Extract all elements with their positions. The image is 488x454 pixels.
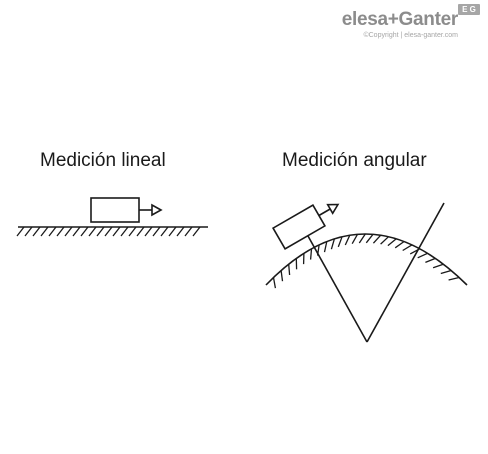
hatch-mark (402, 244, 413, 252)
hatch-mark (120, 226, 129, 237)
hatch-mark (80, 226, 89, 237)
hatch-mark (309, 248, 313, 260)
hatch-mark (440, 269, 452, 275)
brand-logo: elesa+Ganter E G ©Copyright | elesa-gant… (341, 4, 480, 40)
hatch-mark (152, 226, 161, 237)
hatch-mark (48, 226, 57, 237)
hatch-mark (432, 263, 444, 269)
angular-v-line-left (307, 235, 368, 343)
hatch-mark (337, 236, 343, 248)
hatch-mark (351, 233, 359, 245)
hatch-mark (272, 277, 277, 289)
angular-arc-hatching (272, 233, 460, 289)
hatch-mark (448, 276, 460, 281)
hatch-mark (358, 233, 366, 244)
hatch-mark (280, 270, 284, 282)
hatch-mark (128, 226, 137, 237)
hatch-mark (112, 226, 121, 237)
hatch-mark (72, 226, 81, 237)
hatch-mark (425, 257, 436, 264)
hatch-mark (144, 226, 153, 237)
hatch-mark (417, 252, 428, 259)
hatch-mark (168, 226, 177, 237)
angular-measurement-label: Medición angular (282, 150, 427, 171)
hatch-mark (288, 264, 291, 276)
hatch-mark (160, 226, 169, 237)
brand-copyright: ©Copyright | elesa-ganter.com (363, 32, 458, 39)
angular-diagram (265, 202, 468, 343)
hatch-mark (365, 233, 374, 244)
brand-badge: E G (458, 4, 480, 15)
angular-arrow-icon (326, 203, 340, 215)
linear-diagram (16, 197, 208, 237)
hatch-mark (24, 226, 33, 237)
hatch-mark (380, 236, 389, 245)
angular-sensor-block (271, 204, 327, 250)
hatch-mark (56, 226, 65, 237)
hatch-mark (394, 240, 405, 249)
hatch-mark (16, 226, 25, 237)
hatch-mark (88, 226, 97, 237)
hatch-mark (40, 226, 49, 237)
hatch-mark (176, 226, 185, 237)
hatch-mark (184, 226, 193, 237)
angular-v-line-right (366, 202, 445, 343)
brand-logo-text: elesa+Ganter (341, 9, 459, 30)
hatch-mark (64, 226, 73, 237)
hatch-mark (104, 226, 113, 237)
hatch-mark (96, 226, 105, 237)
hatch-mark (136, 226, 145, 237)
hatch-mark (387, 238, 397, 247)
linear-measurement-label: Medición lineal (40, 150, 166, 171)
linear-surface-hatching (16, 226, 201, 237)
hatch-mark (330, 238, 336, 250)
linear-sensor-block (90, 197, 140, 223)
hatch-mark (323, 241, 328, 253)
hatch-mark (192, 226, 201, 237)
hatch-mark (32, 226, 41, 237)
linear-arrow-icon (151, 203, 163, 217)
angular-sensor (271, 203, 340, 250)
hatch-mark (372, 234, 382, 244)
hatch-mark (344, 234, 351, 246)
